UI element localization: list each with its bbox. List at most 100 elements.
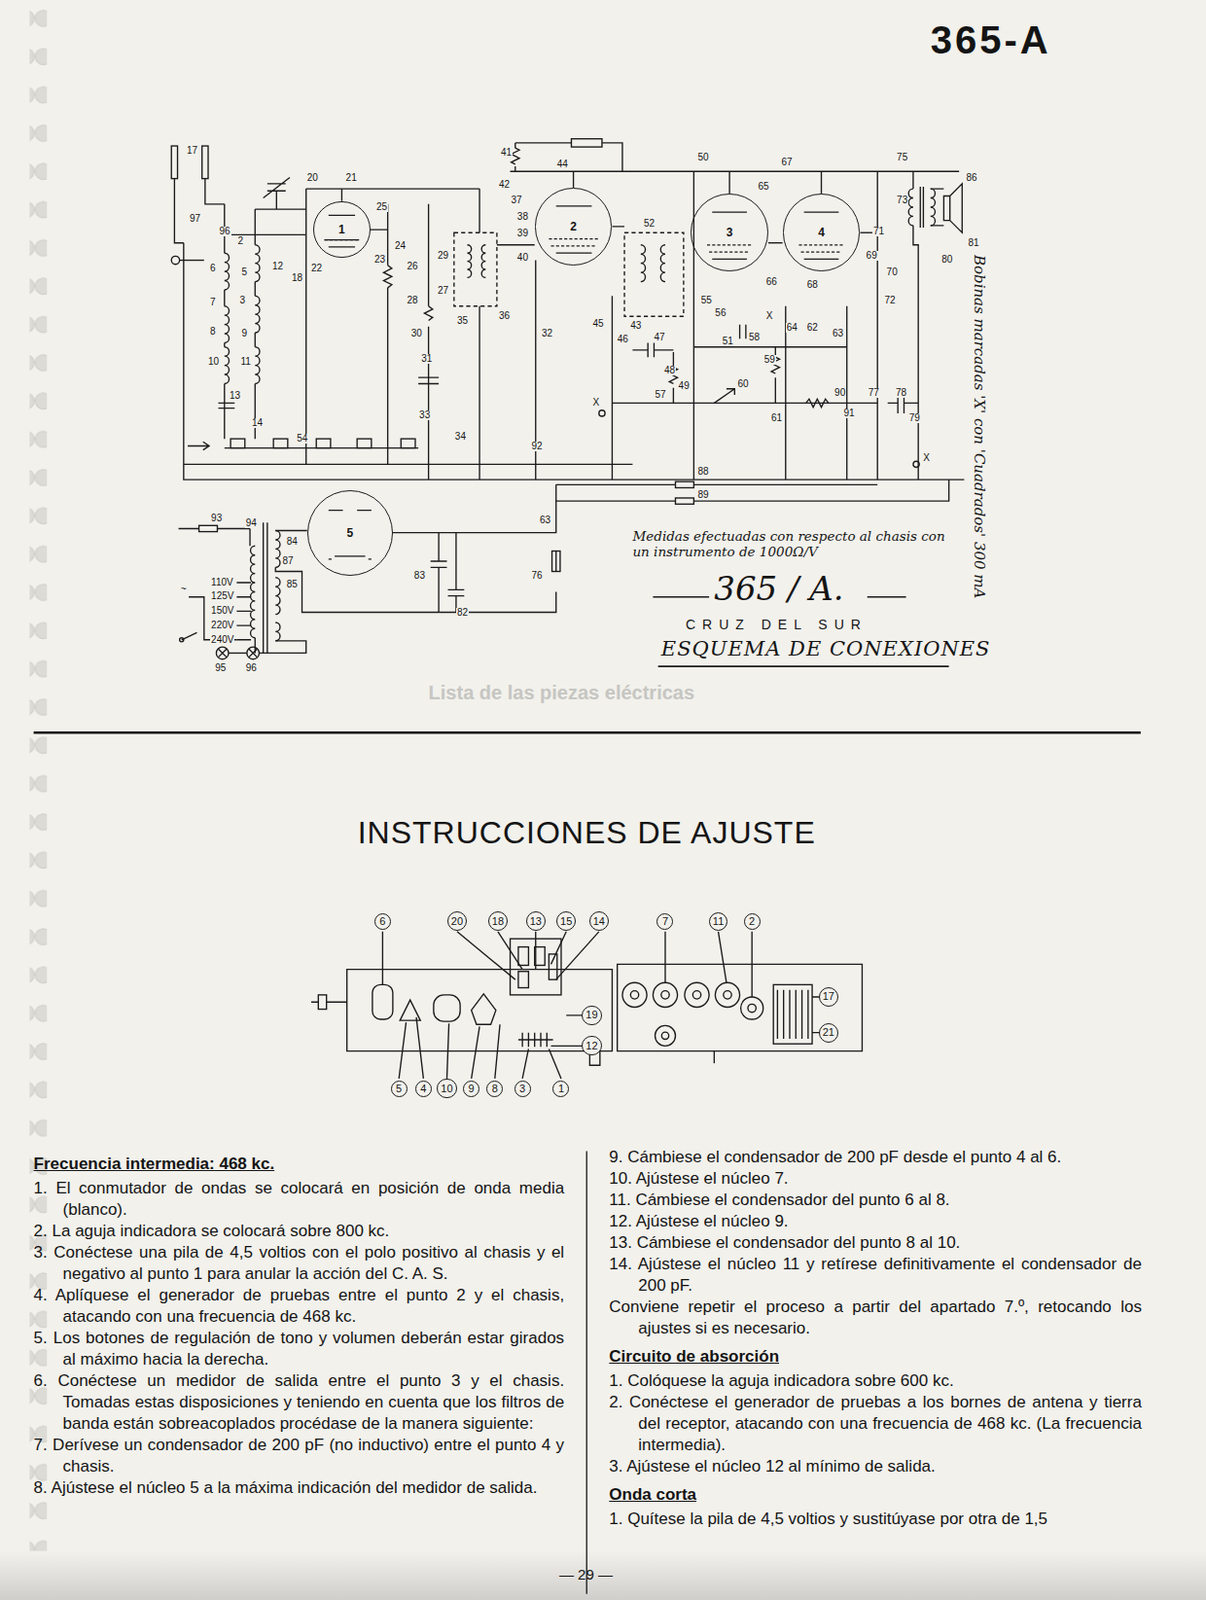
tube-symbol: 5 bbox=[307, 490, 393, 576]
component-number: 84 bbox=[285, 536, 299, 547]
chassis-drawing bbox=[661, 991, 670, 999]
schematic-wiring bbox=[224, 447, 419, 449]
schematic-wiring bbox=[768, 242, 783, 244]
component-number: 29 bbox=[436, 250, 450, 261]
component-number: 240V bbox=[210, 635, 235, 645]
component-number: 14 bbox=[250, 418, 264, 428]
power-supply-wiring bbox=[179, 638, 184, 642]
component-number: 72 bbox=[883, 295, 896, 306]
model-number: 365-A bbox=[930, 18, 1052, 62]
chassis-drawing bbox=[723, 991, 732, 999]
node-text: 3 bbox=[725, 226, 735, 239]
schematic-wiring bbox=[496, 244, 535, 246]
component-number: 28 bbox=[406, 295, 420, 306]
component-number: 82 bbox=[456, 607, 469, 618]
section-heading: Circuito de absorción bbox=[608, 1346, 1142, 1368]
node-text: 6 bbox=[379, 916, 386, 927]
schematic-wiring bbox=[424, 204, 432, 480]
handwritten-note: Bobinas marcadas 'X' con 'Cuadrados' 300… bbox=[971, 254, 989, 599]
instruction-step: 12. Ajústese el núcleo 9. bbox=[608, 1210, 1142, 1233]
instruction-step: 1. Quítese la pila de 4,5 voltios y sust… bbox=[608, 1508, 1142, 1530]
node-text: 3 bbox=[519, 1083, 526, 1095]
component-number: 36 bbox=[497, 311, 511, 321]
tube-symbol: 2 bbox=[534, 187, 613, 266]
component-number: 7 bbox=[209, 297, 217, 308]
component-number: 95 bbox=[213, 663, 227, 674]
schematic-wiring bbox=[693, 171, 878, 480]
power-supply-wiring bbox=[448, 532, 465, 613]
component-number: 8 bbox=[209, 326, 217, 337]
component-number: 43 bbox=[629, 320, 642, 331]
schematic-wiring bbox=[930, 188, 936, 226]
schematic-wiring bbox=[611, 347, 878, 404]
chassis-drawing bbox=[684, 982, 710, 1007]
power-supply-wiring bbox=[247, 646, 260, 660]
component-number: 125V bbox=[210, 591, 235, 602]
schematic-wiring bbox=[555, 484, 557, 501]
component-number: 87 bbox=[282, 556, 295, 567]
component-number: 6 bbox=[209, 263, 217, 274]
component-number: 9 bbox=[241, 328, 249, 339]
tube-symbol bbox=[707, 245, 752, 252]
component-number: 76 bbox=[531, 570, 544, 581]
component-number: 57 bbox=[653, 390, 667, 400]
component-number: 41 bbox=[499, 147, 513, 158]
instruction-step: 2. Conéctese el generador de pruebas a l… bbox=[608, 1391, 1142, 1456]
section-heading: Frecuencia intermedia: 468 kc. bbox=[34, 1153, 566, 1175]
component-number: 93 bbox=[210, 513, 223, 524]
chassis-drawing bbox=[741, 996, 764, 1020]
power-supply-wiring bbox=[430, 532, 448, 613]
schematic-wiring bbox=[611, 226, 625, 480]
schematic-wiring bbox=[273, 438, 288, 448]
schematic-wiring bbox=[316, 438, 331, 448]
component-number: 60 bbox=[736, 379, 749, 390]
callout-number: 2 bbox=[744, 913, 761, 930]
power-supply-wiring bbox=[552, 551, 561, 572]
power-supply-wiring bbox=[248, 648, 257, 657]
component-number: 47 bbox=[652, 332, 666, 343]
component-number: 46 bbox=[616, 334, 630, 345]
chassis-drawing bbox=[382, 931, 599, 986]
component-number: 17 bbox=[185, 145, 199, 156]
page-number: — 29 — bbox=[559, 1566, 613, 1584]
chassis-drawing bbox=[777, 990, 808, 1039]
component-number: 31 bbox=[420, 354, 433, 364]
callout-number: 17 bbox=[818, 987, 839, 1007]
component-number: 34 bbox=[454, 431, 467, 442]
component-number: 38 bbox=[516, 212, 530, 222]
text-column: 9. Cámbiese el condensador de 200 pF des… bbox=[608, 1146, 1142, 1530]
component-number: 91 bbox=[843, 408, 856, 419]
callout-number: 11 bbox=[709, 912, 728, 931]
component-number: 78 bbox=[894, 388, 908, 398]
component-number: 5 bbox=[241, 267, 249, 278]
instruction-step: 13. Cámbiese el condensador del punto 8 … bbox=[608, 1232, 1142, 1254]
component-number: 66 bbox=[765, 277, 779, 287]
callout-number: 10 bbox=[436, 1078, 457, 1099]
schematic-wiring bbox=[254, 295, 260, 333]
component-number: 81 bbox=[967, 238, 981, 249]
scan-shadow bbox=[0, 1551, 1206, 1600]
node-text: 11 bbox=[712, 916, 724, 927]
tube-symbol bbox=[548, 239, 598, 247]
component-number: 2 bbox=[236, 236, 245, 247]
schematic-wiring bbox=[599, 410, 605, 417]
power-supply-wiring bbox=[275, 577, 281, 615]
schematic-wiring bbox=[224, 347, 230, 385]
callout-number: 19 bbox=[581, 1005, 602, 1026]
node-text: 15 bbox=[560, 916, 572, 927]
instruction-step: 3. Conéctese una pila de 4,5 voltios con… bbox=[34, 1241, 566, 1285]
schematic-wiring bbox=[572, 171, 574, 188]
schematic-wiring bbox=[640, 245, 646, 283]
component-number: 30 bbox=[410, 328, 424, 339]
schematic-wiring bbox=[729, 171, 821, 194]
power-supply-wiring bbox=[275, 531, 281, 568]
component-number: X bbox=[591, 397, 601, 408]
model-name: CRUZ DEL SUR bbox=[685, 617, 868, 633]
schematic-wiring bbox=[556, 479, 950, 501]
power-supply-wiring bbox=[249, 528, 255, 653]
component-number: X bbox=[922, 453, 931, 463]
component-number: 56 bbox=[713, 308, 727, 319]
component-number: 88 bbox=[697, 466, 710, 477]
chassis-drawing bbox=[518, 947, 529, 966]
instruction-step: 5. Los botones de regulación de tono y v… bbox=[34, 1327, 566, 1371]
